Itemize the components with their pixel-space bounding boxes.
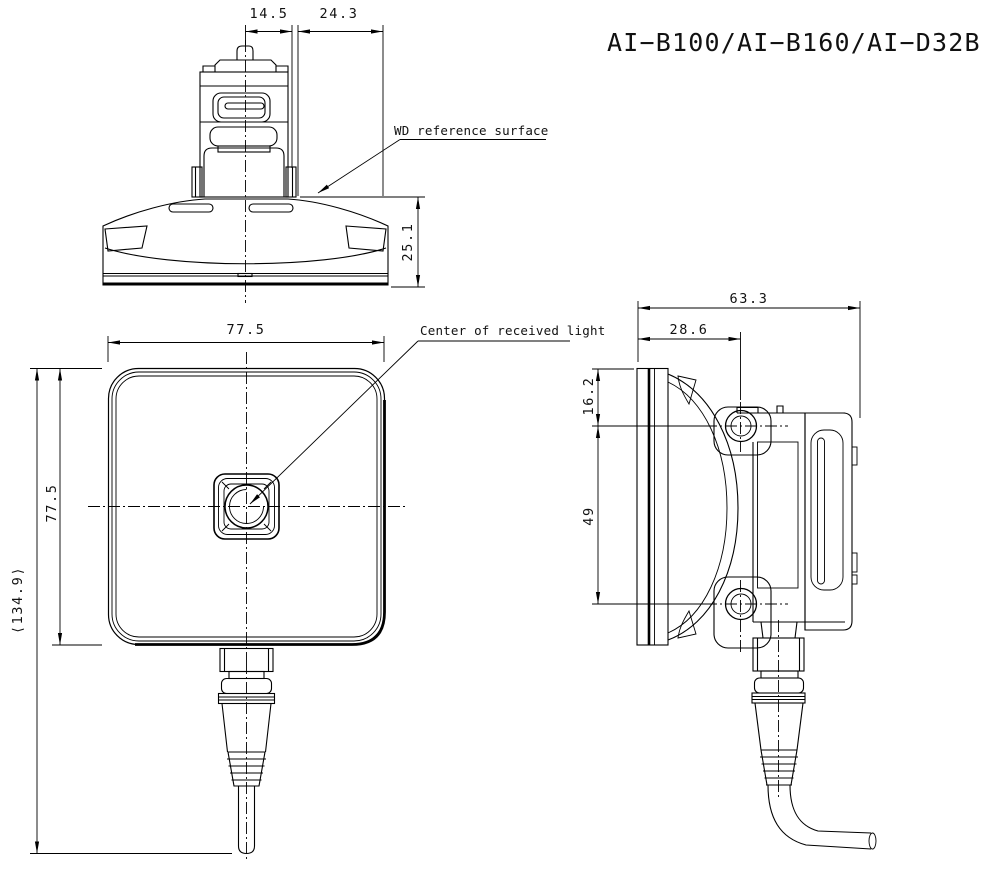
wd-reference-surface-label: WD reference surface bbox=[394, 123, 549, 138]
dim-top-14-5: 14.5 bbox=[249, 6, 289, 22]
side-view-drawing bbox=[636, 367, 877, 850]
side-view-dimension-lines bbox=[592, 301, 861, 605]
dim-side-63-3: 63.3 bbox=[729, 291, 769, 307]
dim-side-16-2: 16.2 bbox=[581, 376, 597, 416]
top-view-left-facet bbox=[104, 225, 148, 252]
dim-side-49: 49 bbox=[581, 506, 597, 526]
top-view-right-facet bbox=[345, 225, 387, 252]
top-view-cable-stub bbox=[236, 45, 254, 60]
side-view-front-plate bbox=[636, 367, 669, 646]
top-view-dimension-lines bbox=[245, 25, 546, 288]
top-view-connector-body bbox=[199, 71, 289, 198]
dim-front-height-77-5: 77.5 bbox=[44, 483, 60, 523]
dim-side-28-6: 28.6 bbox=[669, 322, 709, 338]
side-view-dome bbox=[667, 373, 739, 641]
front-view-centerlines bbox=[88, 352, 405, 860]
top-view-base bbox=[102, 198, 389, 286]
dim-top-24-3: 24.3 bbox=[319, 6, 359, 22]
side-view-cable bbox=[767, 784, 872, 850]
center-of-received-light-label: Center of received light bbox=[420, 323, 606, 338]
front-view-dimension-lines bbox=[30, 336, 570, 854]
dim-front-width-77-5: 77.5 bbox=[226, 322, 266, 338]
top-view-drawing bbox=[102, 45, 389, 286]
side-view-rear-block bbox=[804, 412, 853, 631]
side-view-bottom-boss bbox=[713, 576, 772, 649]
wd-leader-line bbox=[317, 139, 401, 194]
drawing-title: AI−B100/AI−B160/AI−D32B bbox=[607, 28, 981, 57]
center-light-leader-line bbox=[249, 340, 419, 505]
dim-front-overall-134-9: ⟨134.9⟩ bbox=[10, 565, 26, 635]
dim-top-25-1: 25.1 bbox=[400, 222, 416, 262]
side-view-centerlines bbox=[705, 402, 788, 800]
